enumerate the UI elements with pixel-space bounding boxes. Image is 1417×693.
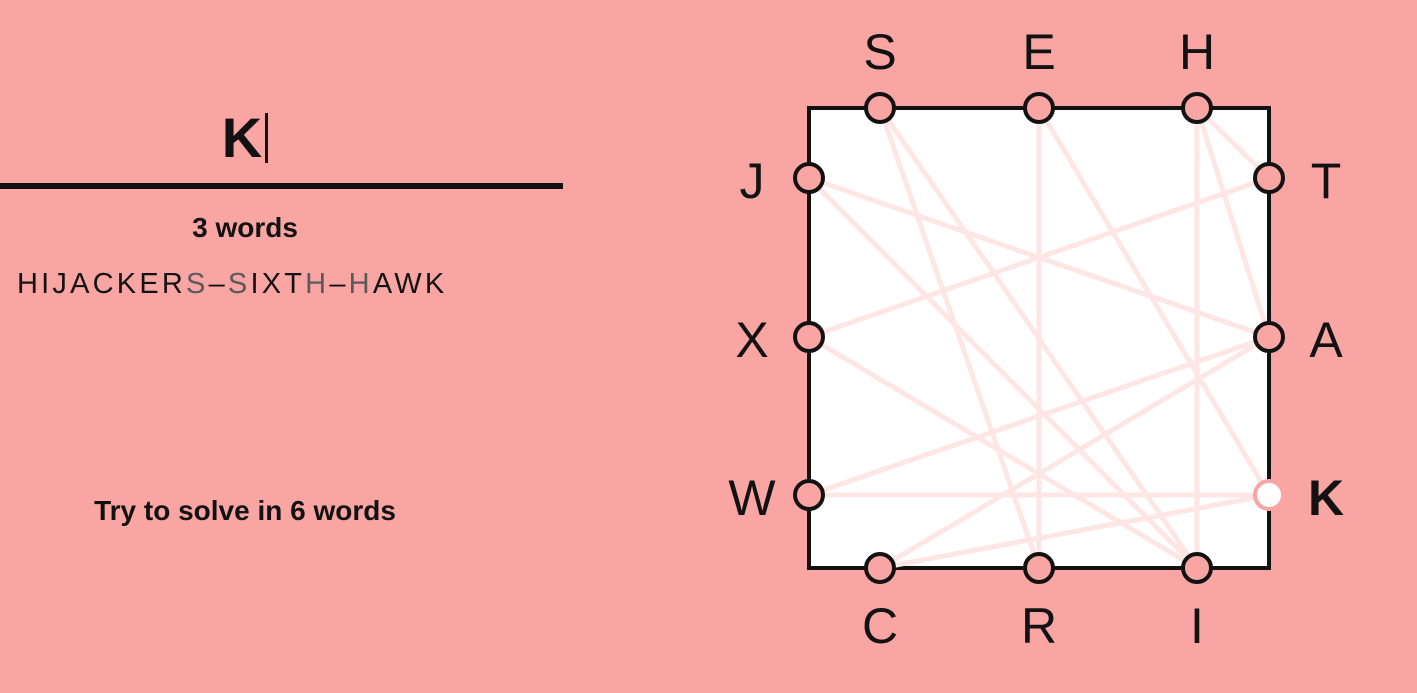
path-segment-a-w [808,334,1270,498]
current-word: K [0,110,490,166]
letter-dot-w[interactable] [793,479,825,511]
letter-label-x[interactable]: X [735,312,768,368]
letter-dot-i[interactable] [1181,552,1213,584]
path-segment-i-x [807,334,1199,571]
solved-word-3: HAWK [348,268,448,300]
letter-board[interactable]: S E H C R I J X W T A K [700,0,1417,693]
letter-label-w[interactable]: W [728,470,776,526]
letter-label-e[interactable]: E [1022,24,1055,80]
board-canvas: S E H C R I J X W T A K [728,24,1344,654]
path-segment-h-a [1194,107,1272,338]
goal-text: Try to solve in 6 words [94,495,396,526]
text-cursor [265,113,269,163]
letter-dot-x[interactable] [793,321,825,353]
path-segment-i-j [807,176,1199,570]
letter-dot-e[interactable] [1023,92,1055,124]
letter-label-s[interactable]: S [863,24,896,80]
letter-label-j[interactable]: J [740,153,765,209]
letter-label-k[interactable]: K [1308,470,1344,526]
path-segment-a-c [878,334,1271,571]
word-count: 3 words [192,212,298,243]
letter-dot-r[interactable] [1023,552,1055,584]
word-input-area[interactable]: K [0,88,563,189]
path-segment-t-h [1195,106,1271,180]
solved-word-1: HIJACKERS [17,268,209,300]
solved-word-2: SIXTH [227,268,330,300]
letter-dot-h[interactable] [1181,92,1213,124]
letter-labels: S E H C R I J X W T A K [728,24,1344,654]
letter-label-c[interactable]: C [862,598,898,654]
input-underline [0,183,563,189]
current-word-text: K [221,106,264,169]
letter-dot-j[interactable] [793,162,825,194]
path-segment-x-t [808,175,1270,340]
letter-dot-a[interactable] [1253,321,1285,353]
letter-dot-t[interactable] [1253,162,1285,194]
letter-label-h[interactable]: H [1179,24,1215,80]
letter-label-a[interactable]: A [1309,312,1343,368]
word-separator: – [208,268,228,300]
path-segment-k-e [1036,106,1272,497]
solved-words-list: HIJACKERS–SIXTH–HAWK [17,268,447,301]
letter-dot-c[interactable] [864,552,896,584]
letter-label-t[interactable]: T [1311,153,1342,209]
letter-dots [793,92,1285,584]
word-separator: – [329,268,349,300]
path-segment-s-i [877,106,1200,570]
played-path-lines [807,106,1272,571]
letter-label-r[interactable]: R [1021,598,1057,654]
letter-label-i[interactable]: I [1190,598,1204,654]
letter-dot-k[interactable] [1253,479,1285,511]
path-segment-c-k [879,492,1270,571]
letter-dot-s[interactable] [864,92,896,124]
path-segment-r-s [877,107,1042,569]
left-panel: K 3 words HIJACKERS–SIXTH–HAWK Try to so… [0,0,563,693]
